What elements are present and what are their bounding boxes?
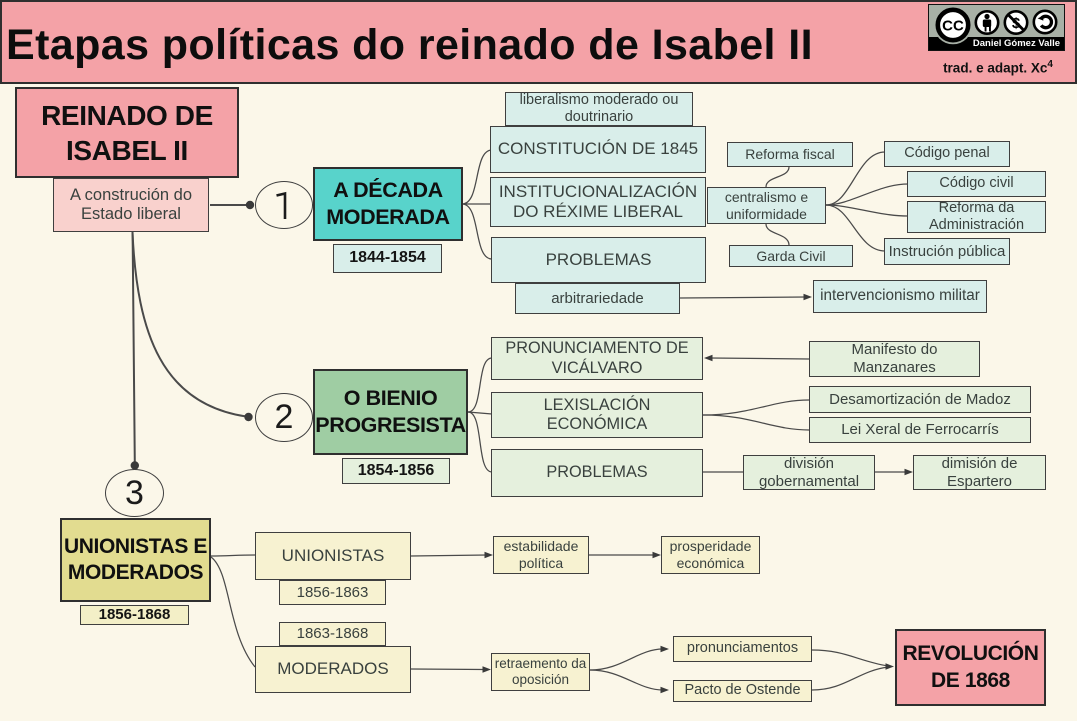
svg-text:CC: CC — [942, 18, 964, 35]
